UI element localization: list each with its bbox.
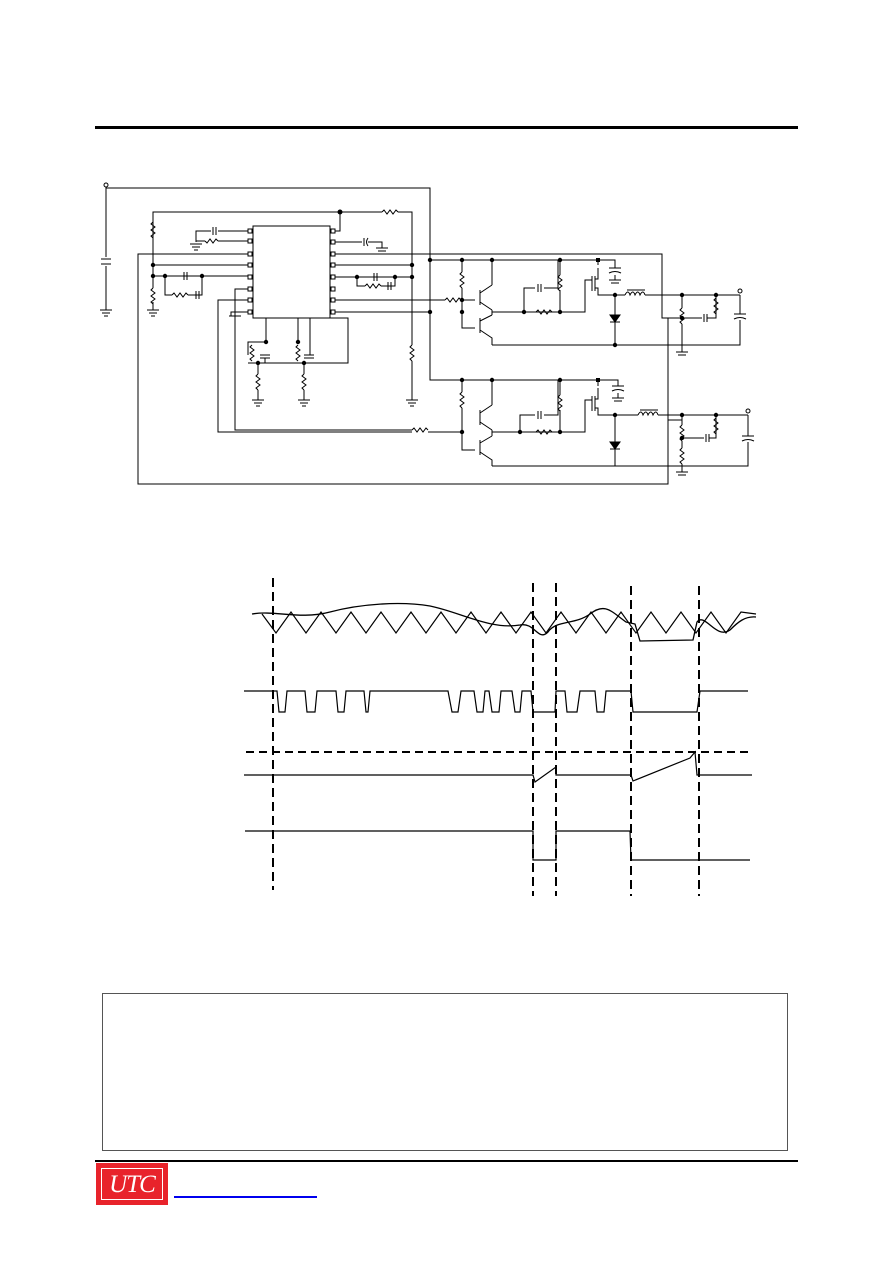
footer-rule (95, 1160, 798, 1162)
logo-text: UTC (101, 1168, 163, 1200)
website-link[interactable] (174, 1196, 317, 1198)
notice-box (102, 993, 788, 1151)
application-circuit (100, 182, 755, 485)
header-rule (95, 126, 798, 129)
timing-diagram (244, 578, 757, 896)
utc-logo: UTC (96, 1163, 168, 1205)
